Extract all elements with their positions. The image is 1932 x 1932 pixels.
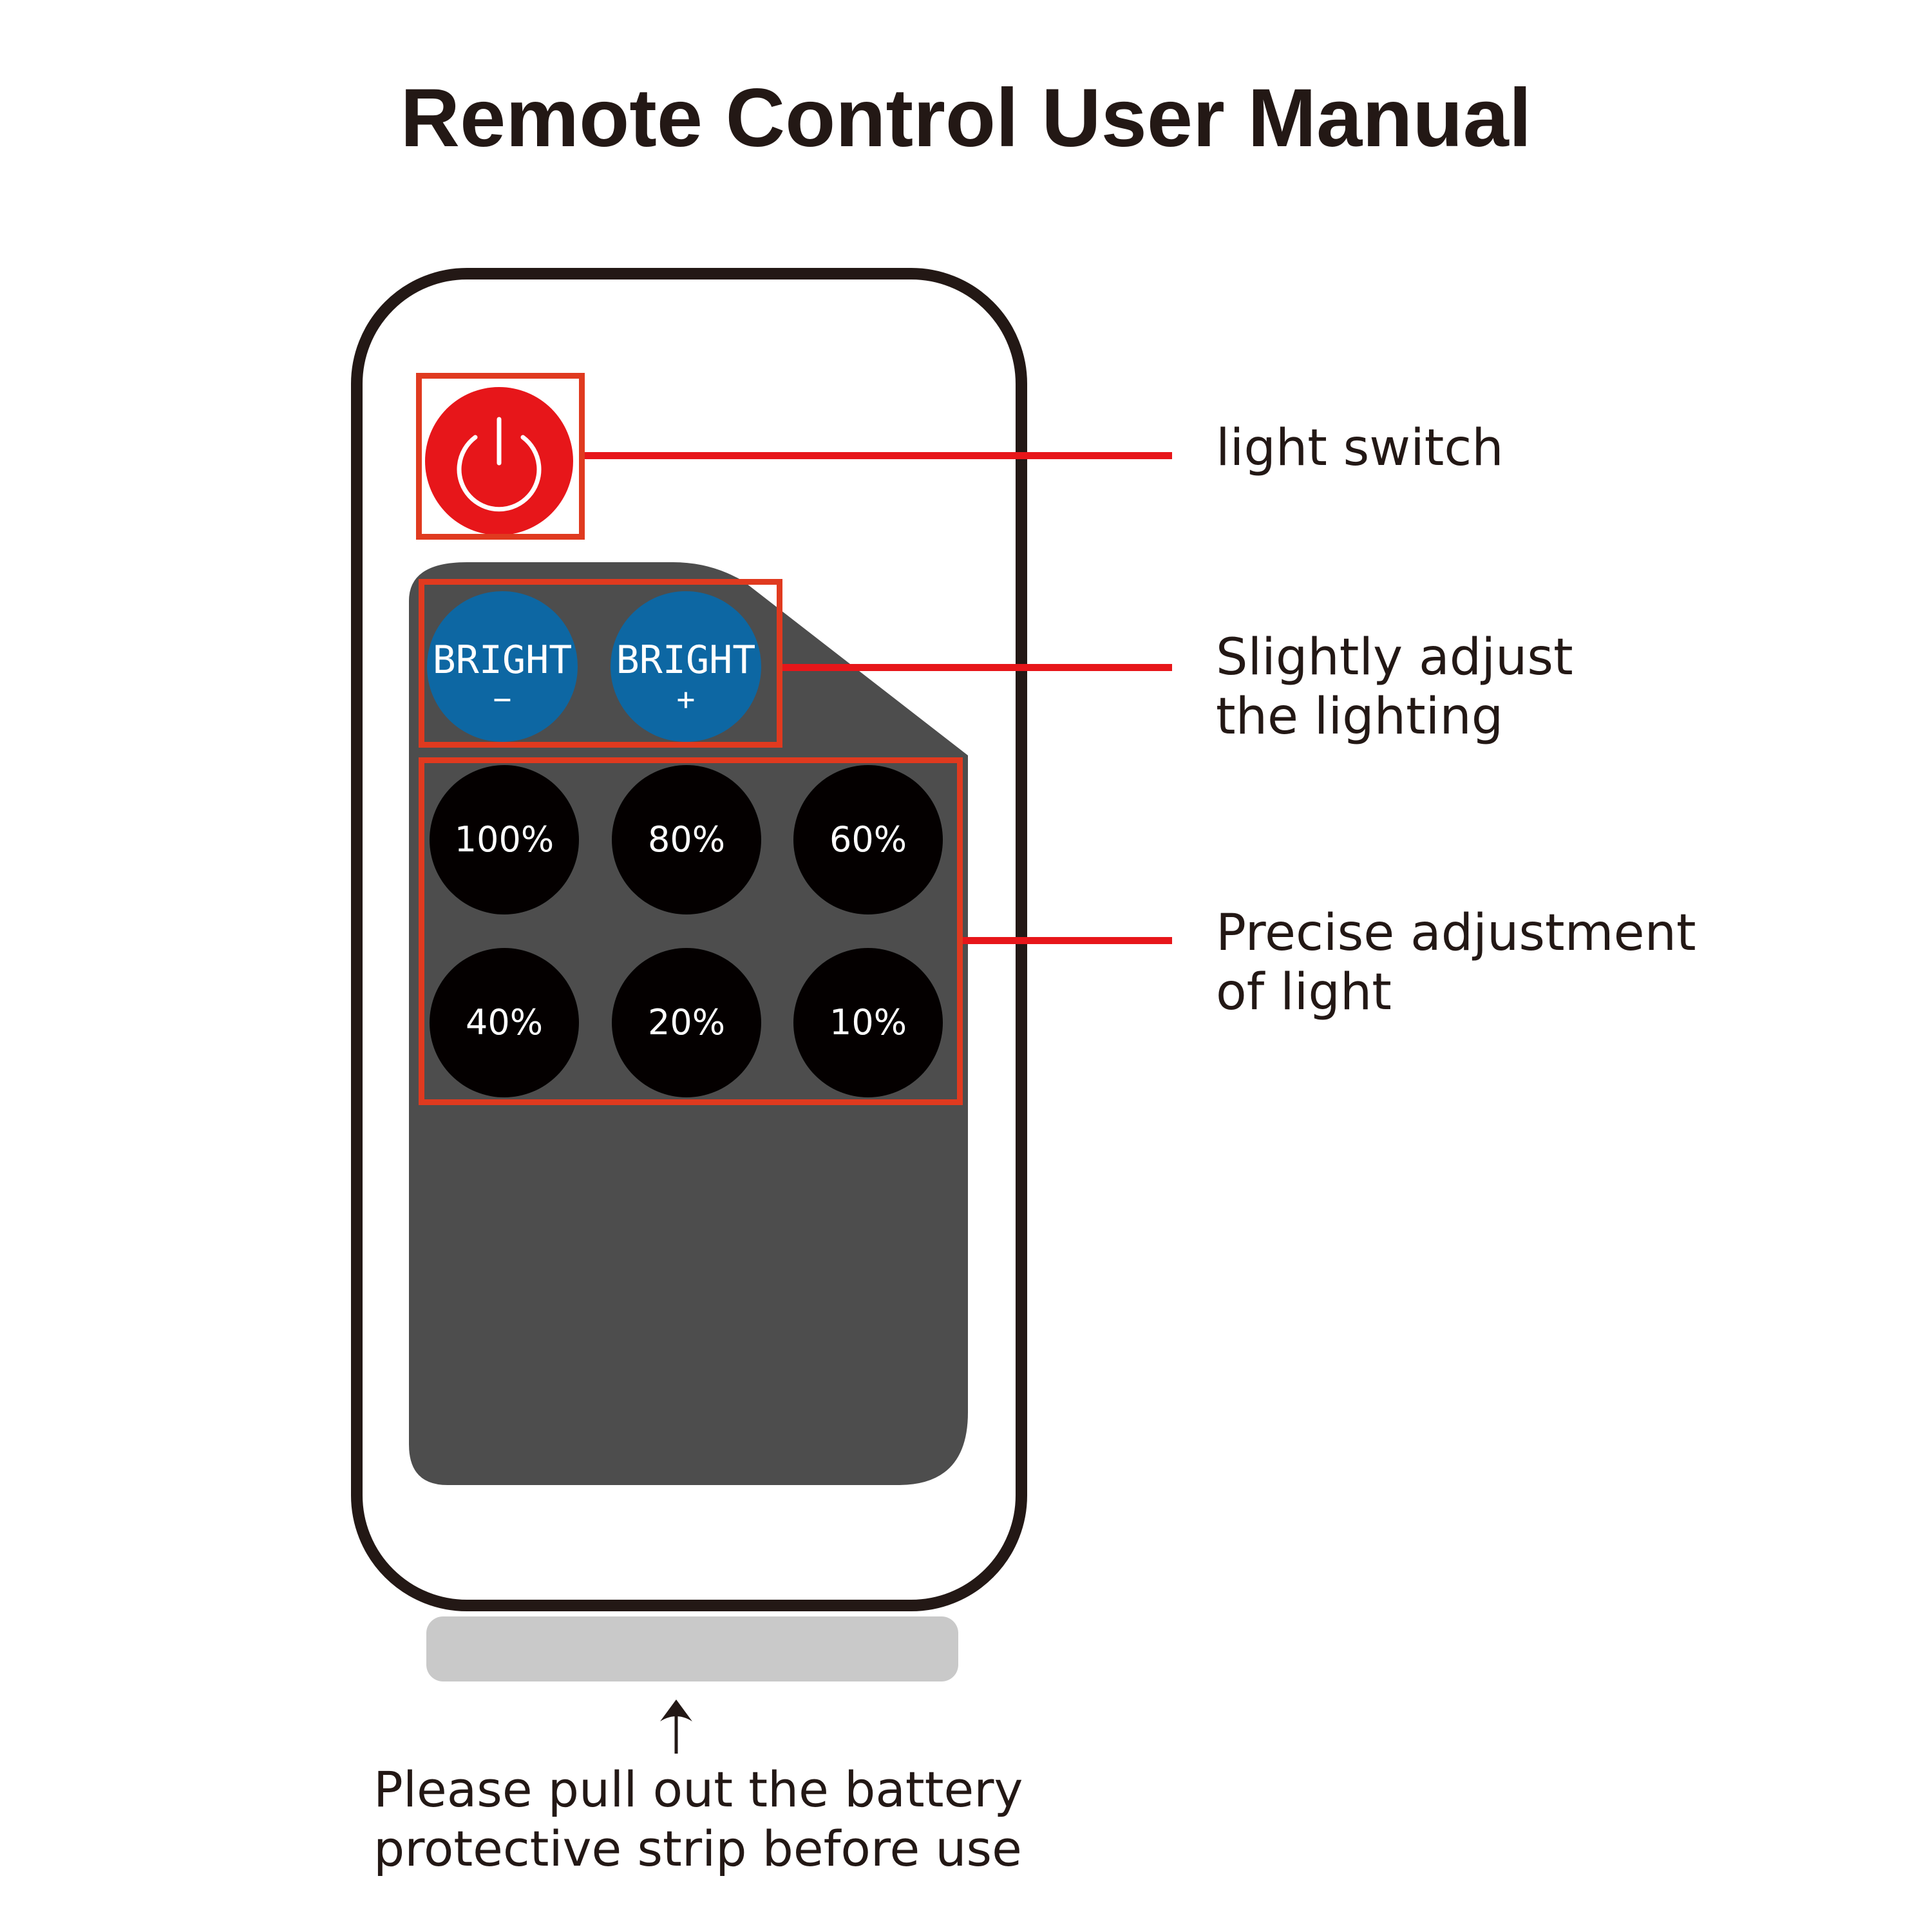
level-20-button[interactable]: 20% — [612, 948, 761, 1097]
precise-callout-label: Precise adjustment of light — [1216, 904, 1696, 1022]
page-title: Remote Control User Manual — [400, 72, 1532, 164]
bright-callout-line — [782, 664, 1172, 671]
arrow-up-icon — [660, 1700, 692, 1754]
power-highlight-box — [416, 373, 585, 540]
note-line2: protective strip before use — [374, 1820, 1022, 1877]
plus-icon: + — [676, 681, 696, 717]
levels-highlight-box — [419, 757, 963, 1105]
bright-minus-button[interactable]: BRIGHT − — [427, 591, 578, 742]
battery-protective-strip[interactable] — [426, 1616, 958, 1681]
switch-callout-line — [585, 452, 1172, 459]
level-10-button[interactable]: 10% — [793, 948, 943, 1097]
switch-callout-label: light switch — [1216, 419, 1504, 478]
bright-label-line2: the lighting — [1216, 688, 1504, 746]
level-60-button[interactable]: 60% — [793, 765, 943, 914]
bright-plus-label: BRIGHT — [616, 638, 756, 683]
power-button[interactable] — [425, 387, 573, 535]
level-100-button[interactable]: 100% — [430, 765, 579, 914]
power-icon — [457, 417, 542, 512]
bright-callout-label: Slightly adjust the lighting — [1216, 628, 1573, 746]
switch-label-text: light switch — [1216, 419, 1504, 477]
bright-plus-button[interactable]: BRIGHT + — [611, 591, 761, 742]
bright-highlight-box — [419, 579, 782, 748]
bright-minus-label: BRIGHT — [432, 638, 573, 683]
bright-label-line1: Slightly adjust — [1216, 629, 1573, 687]
precise-label-line2: of light — [1216, 963, 1392, 1021]
minus-icon: − — [493, 681, 512, 717]
note-line1: Please pull out the battery — [374, 1761, 1023, 1818]
level-40-button[interactable]: 40% — [430, 948, 579, 1097]
battery-note: Please pull out the battery protective s… — [374, 1760, 1023, 1879]
precise-label-line1: Precise adjustment — [1216, 904, 1696, 962]
precise-callout-line — [963, 937, 1172, 944]
level-80-button[interactable]: 80% — [612, 765, 761, 914]
